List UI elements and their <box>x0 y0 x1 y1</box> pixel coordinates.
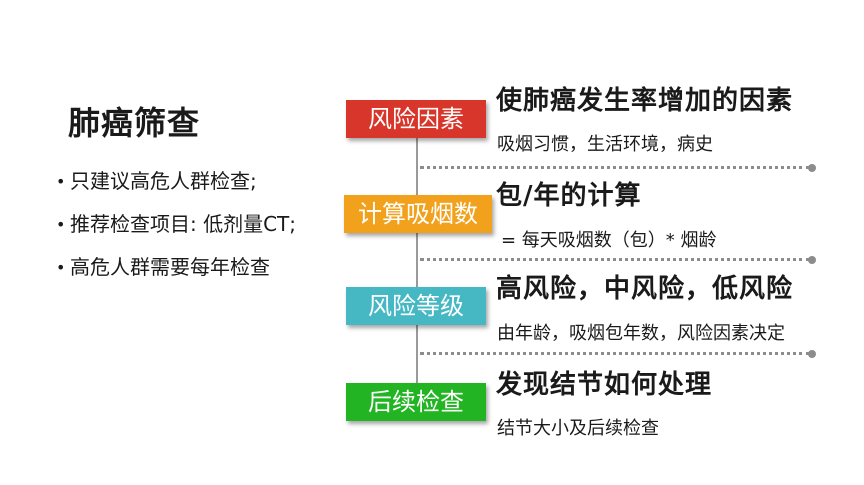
dotted-separator <box>420 258 810 261</box>
tag-risk-level: 风险等级 <box>346 287 486 325</box>
separator-dot <box>808 256 816 264</box>
row-heading: 使肺癌发生率增加的因素 <box>496 86 794 116</box>
dotted-separator <box>420 166 810 169</box>
timeline-line <box>416 132 418 384</box>
bullet-list: 只建议高危人群检查; 推荐检查项目: 低剂量CT; 高危人群需要每年检查 <box>56 166 296 295</box>
separator-dot <box>808 350 816 358</box>
row-detail: 由年龄，吸烟包年数，风险因素决定 <box>497 323 785 344</box>
dotted-separator <box>420 352 810 355</box>
row-heading: 高风险，中风险，低风险 <box>496 274 794 304</box>
slide-title: 肺癌筛查 <box>68 104 201 142</box>
separator-dot <box>808 164 816 172</box>
row-detail: 结节大小及后续检查 <box>497 418 659 439</box>
tag-risk-factors: 风险因素 <box>346 100 486 138</box>
bullet-item: 只建议高危人群检查; <box>56 166 296 209</box>
tag-smoking-count: 计算吸烟数 <box>344 195 492 233</box>
row-heading: 发现结节如何处理 <box>496 370 713 400</box>
row-detail: 吸烟习惯，生活环境，病史 <box>497 134 713 155</box>
bullet-item: 推荐检查项目: 低剂量CT; <box>56 209 296 252</box>
row-heading: 包/年的计算 <box>496 181 642 211</box>
row-detail: = 每天吸烟数（包）* 烟龄 <box>501 230 717 251</box>
bullet-item: 高危人群需要每年检查 <box>56 252 296 295</box>
tag-follow-up: 后续检查 <box>346 383 486 421</box>
